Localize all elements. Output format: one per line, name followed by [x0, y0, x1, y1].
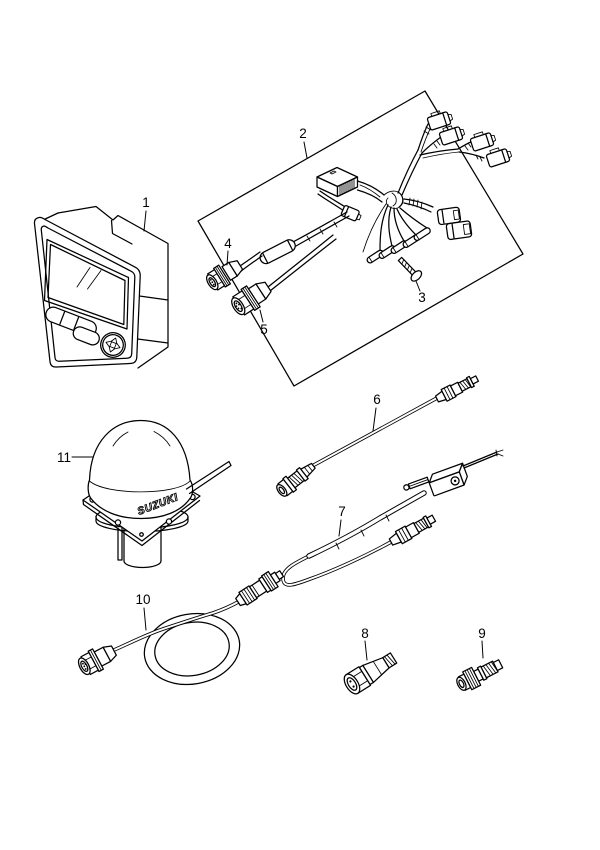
ecu-connector-block	[316, 166, 359, 198]
sensor-dome	[87, 419, 194, 520]
cable7-connector	[388, 514, 437, 546]
part-2-harness-assembly: 2 3 4 5	[197, 90, 524, 387]
harness-plug-4	[485, 147, 513, 168]
leader-line-2	[303, 141, 308, 159]
part-label-7: 7	[338, 504, 346, 519]
leader-line-3	[415, 280, 421, 292]
leader-line-1	[143, 210, 147, 232]
cable6-left-connector	[276, 462, 316, 497]
ferrite-sleeve	[259, 239, 296, 265]
speed-sensor-block	[403, 462, 468, 497]
part-11-dome-sensor: SUZUKI 11	[57, 419, 232, 569]
leader-line-10	[143, 607, 147, 631]
terminal-sleeve	[413, 227, 431, 242]
leader-line-8	[364, 640, 368, 661]
part-label-3: 3	[418, 290, 426, 305]
part-7-speed-sensor-cable: 7	[281, 449, 504, 587]
part-label-5: 5	[260, 322, 268, 337]
part-10-coiled-cable: 10	[77, 570, 285, 686]
part-8-connector-cap: 8	[343, 626, 398, 695]
leader-line-7	[338, 519, 342, 537]
round-connector-5	[231, 281, 272, 316]
part-6-cable: 6	[276, 375, 480, 497]
part-9-connector-plug: 9	[456, 626, 504, 691]
part-label-10: 10	[135, 592, 150, 607]
display-dpad	[100, 332, 126, 358]
part-label-4: 4	[224, 236, 232, 251]
cable6-right-connector	[434, 375, 480, 403]
leader-line-5	[259, 309, 264, 323]
harness-plug-right-1	[436, 206, 462, 226]
cable10-left-connector	[77, 645, 117, 676]
round-connector-4	[205, 260, 244, 291]
part-label-2: 2	[299, 126, 307, 141]
display-screen	[43, 238, 130, 330]
harness-box-outline	[197, 90, 524, 387]
leader-line-4	[226, 250, 229, 266]
harness-plug-1	[426, 110, 454, 131]
part-label-8: 8	[361, 626, 369, 641]
harness-plug-2	[438, 125, 466, 146]
leader-line-9	[481, 640, 484, 659]
part-label-11: 11	[57, 450, 71, 465]
part-label-1: 1	[142, 195, 150, 210]
part-label-9: 9	[478, 626, 486, 641]
part-1-display-unit: 1	[33, 195, 169, 369]
harness-plug-3	[469, 131, 497, 152]
display-front-bezel	[33, 216, 141, 368]
part-3-screw	[397, 256, 423, 282]
cable10-right-connector	[235, 570, 285, 607]
part-label-6: 6	[373, 392, 381, 407]
harness-plug-right-2	[445, 220, 473, 241]
leader-line-6	[372, 407, 377, 432]
